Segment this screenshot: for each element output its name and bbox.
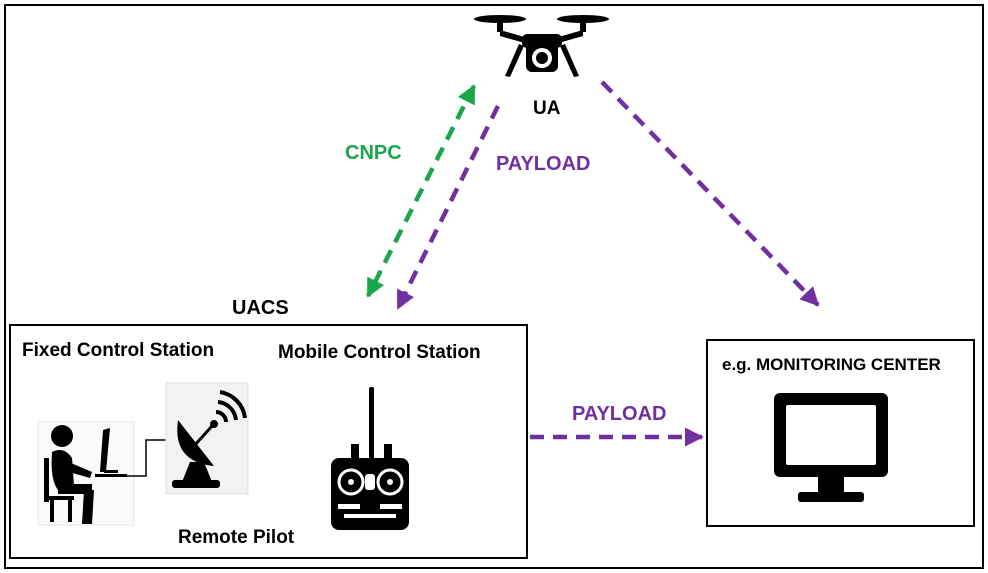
mobile-control-station-label: Mobile Control Station [278, 342, 481, 363]
satellite-dish-icon [165, 382, 249, 495]
cnpc-label: CNPC [345, 142, 402, 164]
uacs-label: UACS [232, 297, 289, 319]
payload-downlink-arrow [395, 105, 501, 310]
pilot-at-desk-icon [37, 421, 135, 526]
ua-label: UA [533, 98, 561, 119]
payload-horizontal-label: PAYLOAD [572, 403, 666, 425]
payload-downlink-label: PAYLOAD [496, 153, 590, 175]
drone-icon [474, 15, 609, 77]
payload-to-monitoring-arrow [600, 80, 820, 307]
cnpc-link-arrow [365, 84, 477, 298]
monitor-icon [774, 393, 888, 502]
remote-pilot-label: Remote Pilot [178, 527, 295, 548]
connection-cable [126, 439, 166, 477]
remote-controller-icon [331, 387, 409, 530]
monitoring-center-label: e.g. MONITORING CENTER [722, 355, 941, 374]
fixed-control-station-label: Fixed Control Station [22, 340, 214, 361]
